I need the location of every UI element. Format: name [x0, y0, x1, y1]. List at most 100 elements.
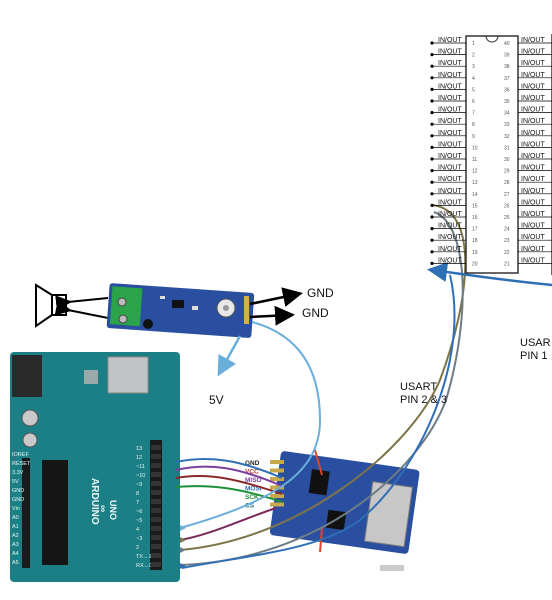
arduino-left-pin-label: RESET — [12, 461, 31, 467]
chip-pin-dot-left — [430, 261, 434, 265]
chip-pin-number-left: 5 — [472, 87, 475, 93]
chip-pin-label-left: IN/OUT — [438, 246, 462, 253]
sd-pin-label: SCK — [245, 494, 259, 501]
chip-pin-number-left: 3 — [472, 64, 475, 70]
arduino-right-pin-label: 2 — [136, 545, 139, 551]
wire-5v-loop — [179, 321, 322, 529]
sd-pin-header — [270, 485, 284, 490]
chip-pin-label-left: IN/OUT — [438, 257, 462, 264]
chip-pin-number-right: 28 — [504, 180, 510, 186]
wire-usart-right — [427, 262, 552, 287]
arduino-right-pin-label: ~6 — [136, 509, 142, 515]
chip-pin-dot-left — [430, 99, 434, 103]
microcontroller-chip — [465, 34, 552, 275]
arduino-left-pin-label: GND — [12, 488, 24, 494]
arduino-right-pin-label: 12 — [136, 455, 142, 461]
arduino-right-pin-label: 13 — [136, 446, 142, 452]
sd-pin-header — [270, 494, 284, 498]
chip-pin-number-right: 38 — [504, 64, 510, 70]
arduino-right-pin-label: ~3 — [136, 536, 142, 542]
chip-pin-label-left: IN/OUT — [438, 165, 462, 172]
arduino-right-pin-label: ~10 — [136, 473, 145, 479]
chip-pin-label-right: IN/OUT — [521, 107, 545, 114]
chip-pin-label-left: IN/OUT — [438, 223, 462, 230]
chip-pin-label-right: IN/OUT — [521, 246, 545, 253]
chip-pin-dot-left — [430, 134, 434, 138]
chip-pin-label-right: IN/OUT — [521, 118, 545, 125]
usart-right-label-2: PIN 1 — [520, 350, 548, 362]
sd-card-module — [269, 449, 420, 571]
arduino-left-pin-label: A3 — [12, 542, 19, 548]
arduino-pin-socket — [151, 517, 161, 522]
chip-pin-number-left: 18 — [472, 238, 478, 244]
arduino-pin-socket — [151, 553, 161, 558]
chip-pin-label-left: IN/OUT — [438, 199, 462, 206]
arduino-pin-socket — [151, 445, 161, 450]
chip-pin-number-left: 19 — [472, 250, 478, 256]
usart-left-label-1: USART — [400, 381, 438, 393]
chip-pin-number-right: 23 — [504, 238, 510, 244]
chip-pin-number-left: 11 — [472, 157, 477, 163]
arduino-pin-socket — [151, 472, 161, 477]
chip-pin-number-left: 1 — [472, 41, 475, 47]
arduino-brand: ARDUINO — [89, 478, 100, 525]
arduino-right-pin-label: TX→1 — [136, 554, 152, 560]
chip-pin-label-right: IN/OUT — [521, 37, 545, 44]
chip-pin-label-right: IN/OUT — [521, 83, 545, 90]
chip-pin-dot-left — [430, 250, 434, 254]
arduino-pin-socket — [151, 544, 161, 549]
chip-pin-dot-left — [430, 157, 434, 161]
chip-pin-label-left: IN/OUT — [438, 60, 462, 67]
arduino-right-pin-label: 8 — [136, 491, 139, 497]
chip-pin-number-right: 40 — [504, 41, 510, 47]
arduino-left-pin-label: 3.3V — [12, 470, 24, 476]
arduino-right-pin-label: ~11 — [136, 464, 145, 470]
wire-chip-tx — [181, 274, 456, 569]
arduino-left-pin-label: A4 — [12, 551, 19, 557]
chip-pin-label-left: IN/OUT — [438, 72, 462, 79]
arduino-pin-socket — [151, 454, 161, 459]
speaker-icon — [35, 283, 67, 328]
usart-left-label-2: PIN 2 & 3 — [400, 394, 448, 406]
chip-pin-dot-left — [430, 64, 434, 68]
arduino-right-pin-label: ~9 — [136, 482, 142, 488]
arduino-pin-socket — [151, 481, 161, 486]
chip-pin-dot-left — [430, 87, 434, 91]
arduino-left-pin-label: A5 — [12, 560, 19, 566]
chip-pin-label-left: IN/OUT — [438, 153, 462, 160]
wire-miso — [175, 465, 283, 487]
arduino-left-pin-label: A2 — [12, 533, 19, 539]
chip-pin-dot-left — [430, 111, 434, 115]
chip-pin-number-right: 35 — [504, 99, 510, 105]
speaker-wire-bottom — [54, 299, 109, 319]
chip-pin-label-left: IN/OUT — [438, 37, 462, 44]
chip-pin-label-right: IN/OUT — [521, 60, 545, 67]
arduino-pin-socket — [151, 562, 161, 567]
v5-label: 5V — [209, 393, 224, 407]
arduino-left-pin-label: Vin — [12, 506, 20, 512]
arduino-left-pin-label: A1 — [12, 524, 19, 530]
chip-pin-dot-left — [430, 227, 434, 231]
sd-pin-header — [270, 468, 284, 473]
wire-cs — [175, 485, 283, 503]
chip-pin-dot-left — [430, 169, 434, 173]
arduino-left-pin-label: IOREF — [12, 452, 29, 458]
chip-pin-label-right: IN/OUT — [521, 234, 545, 241]
chip-pin-label-right: IN/OUT — [521, 95, 545, 102]
chip-pin-dot-left — [430, 192, 434, 196]
chip-pin-label-right: IN/OUT — [521, 257, 545, 264]
chip-pin-label-left: IN/OUT — [438, 188, 462, 195]
chip-pin-label-right: IN/OUT — [521, 165, 545, 172]
arduino-pin-socket — [151, 490, 161, 495]
chip-pin-label-right: IN/OUT — [521, 176, 545, 183]
sd-pin-label: VCC — [245, 469, 259, 476]
arduino-pin-socket — [151, 508, 161, 513]
chip-pin-number-right: 29 — [504, 169, 510, 175]
chip-pin-label-left: IN/OUT — [438, 176, 462, 183]
sd-pin-label: MOSI — [245, 486, 262, 493]
chip-pin-dot-left — [430, 41, 434, 45]
chip-pin-number-left: 16 — [472, 215, 478, 221]
